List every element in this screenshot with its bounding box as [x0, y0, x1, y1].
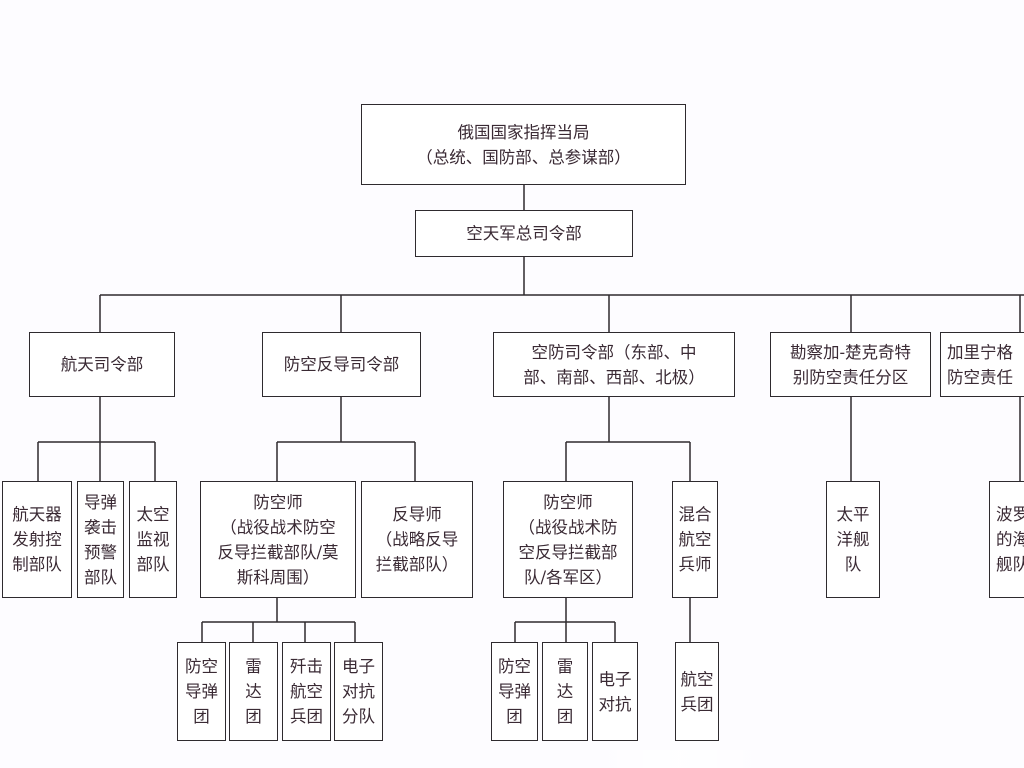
org-node-kaliningrad-zone: 加里宁格防空责任: [940, 332, 1024, 397]
org-node-label-line: 兵师: [678, 555, 712, 574]
org-node-label-line: 反导拦截部队/莫: [217, 542, 339, 562]
org-node-label-line: 防空师: [543, 492, 593, 512]
org-node-ew-detachment-1: 电子对抗分队: [334, 642, 383, 741]
org-node-label-line: 航空: [680, 669, 714, 689]
org-node-label-line: 舰队: [996, 555, 1024, 574]
org-node-label-line: 制部队: [12, 555, 62, 574]
org-node-label-line: （战役战术防: [518, 517, 618, 537]
org-node-label-line: 团: [193, 707, 210, 726]
org-node-label-line: 团: [556, 707, 574, 726]
org-node-label-line: 洋舰: [836, 530, 870, 549]
org-node-label-line: 部队: [84, 567, 117, 587]
connector: [276, 397, 416, 481]
org-node-label-line: 防空反导司令部: [283, 355, 400, 374]
org-node-label-line: 防空责任: [947, 367, 1013, 387]
watermark-fade: [590, 750, 770, 768]
org-node-label-line: 拦截部队）: [375, 555, 459, 574]
org-node-label-line: 团: [245, 707, 262, 726]
org-node-label-line: 航天器: [12, 505, 62, 524]
org-node-spacecraft-launch-control: 航天器发射控制部队: [2, 481, 72, 598]
org-node-label-line: 勘察加-楚克奇特: [789, 342, 912, 362]
org-node-space-surveillance: 太空监视部队: [129, 481, 177, 598]
org-node-label-line: 加里宁格: [947, 342, 1013, 362]
org-node-label-line: 雷: [556, 657, 574, 676]
org-node-label-line: 防空: [185, 657, 218, 676]
org-node-label-line: 太空: [136, 505, 170, 524]
org-node-label-line: 波罗: [996, 505, 1024, 524]
org-node-label-line: 导弹: [84, 492, 117, 512]
org-node-label-line: 监视: [136, 530, 170, 549]
org-node-label-line: 团: [506, 707, 523, 726]
org-node-label-line: （战略反导: [375, 530, 459, 549]
org-node-label-line: 预警: [84, 542, 117, 562]
org-node-label-line: 电子: [598, 669, 632, 689]
org-node-label-line: 空反导拦截部: [518, 542, 618, 562]
org-node-air-defense-command: 空防司令部（东部、中部、南部、西部、北极）: [493, 332, 735, 397]
org-node-missile-attack-warning: 导弹袭击预警部队: [77, 481, 124, 598]
org-node-label-line: 对抗: [342, 682, 375, 701]
org-node-radar-regiment-2: 雷达团: [542, 642, 588, 741]
org-node-label-line: 达: [245, 682, 262, 701]
org-node-mixed-aviation-division: 混合航空兵师: [672, 481, 718, 598]
org-node-label-line: 空防司令部（东部、中: [531, 342, 697, 362]
org-node-label-line: 雷: [245, 657, 262, 676]
org-node-label-line: 俄国国家指挥当局: [457, 122, 590, 142]
org-node-radar-regiment-1: 雷达团: [229, 642, 278, 741]
org-node-label-line: 队/各军区）: [523, 567, 613, 587]
org-node-pacific-fleet: 太平洋舰队: [826, 481, 880, 598]
org-node-label-line: 别防空责任分区: [792, 367, 909, 387]
org-node-baltic-fleet: 波罗的海舰队: [989, 481, 1024, 598]
org-node-label-line: 兵团: [290, 707, 323, 726]
connector: [37, 397, 156, 481]
org-node-label-line: 电子: [342, 657, 375, 676]
org-node-air-defense-division-moscow: 防空师 （战役战术防空反导拦截部队/莫斯科周围）: [200, 481, 356, 598]
org-node-sam-regiment-1: 防空导弹团: [177, 642, 226, 741]
org-node-label-line: 的海: [996, 530, 1024, 549]
org-node-label-line: 反导师: [392, 505, 442, 524]
connector: [565, 397, 691, 481]
org-node-label-line: 防空师: [253, 492, 303, 512]
org-node-air-missile-defense-command: 防空反导司令部: [262, 332, 421, 397]
org-node-ew-detachment-2: 电子对抗: [592, 642, 638, 741]
org-node-label-line: 导弹: [498, 682, 531, 701]
org-node-national-command: 俄国国家指挥当局 （总统、国防部、总参谋部）: [361, 104, 686, 185]
org-node-label-line: 发射控: [12, 530, 62, 549]
org-node-label-line: 航空: [290, 682, 323, 701]
org-node-label-line: 分队: [342, 707, 375, 726]
org-node-label-line: 袭击: [84, 517, 117, 537]
org-node-aviation-regiment: 航空兵团: [675, 642, 719, 741]
org-node-label-line: 混合: [678, 505, 712, 524]
org-node-label-line: 太平: [836, 505, 870, 524]
connector: [514, 598, 616, 642]
org-node-air-defense-division-districts: 防空师 （战役战术防空反导拦截部队/各军区）: [503, 481, 633, 598]
org-node-label-line: 斯科周围）: [236, 567, 320, 587]
org-node-label-line: 兵团: [680, 694, 714, 714]
org-node-label-line: 达: [556, 682, 574, 701]
org-node-missile-defense-division: 反导师 （战略反导拦截部队）: [361, 481, 473, 598]
org-node-aerospace-forces-hq: 空天军总司令部: [415, 210, 633, 257]
org-node-label-line: （总统、国防部、总参谋部）: [416, 147, 631, 167]
org-node-label-line: 部队: [136, 555, 170, 574]
org-node-kamchatka-chukotka-zone: 勘察加-楚克奇特别防空责任分区: [770, 332, 931, 397]
org-node-label-line: 空天军总司令部: [466, 224, 582, 243]
org-node-label-line: （战役战术防空: [220, 517, 336, 537]
org-node-label-line: 歼击: [290, 657, 323, 676]
org-node-label-line: 对抗: [598, 694, 632, 714]
org-node-space-command: 航天司令部: [29, 332, 175, 397]
org-node-sam-regiment-2: 防空导弹团: [491, 642, 538, 741]
org-node-label-line: 导弹: [185, 682, 218, 701]
org-node-label-line: 防空: [498, 657, 531, 676]
connector: [99, 257, 1024, 332]
org-node-fighter-aviation-regiment: 歼击航空兵团: [282, 642, 331, 741]
connector: [201, 598, 356, 642]
org-node-label-line: 航空: [678, 530, 712, 549]
org-node-label-line: 队: [844, 555, 862, 574]
org-node-label-line: 部、南部、西部、北极）: [523, 367, 705, 387]
org-node-label-line: 航天司令部: [60, 355, 144, 374]
